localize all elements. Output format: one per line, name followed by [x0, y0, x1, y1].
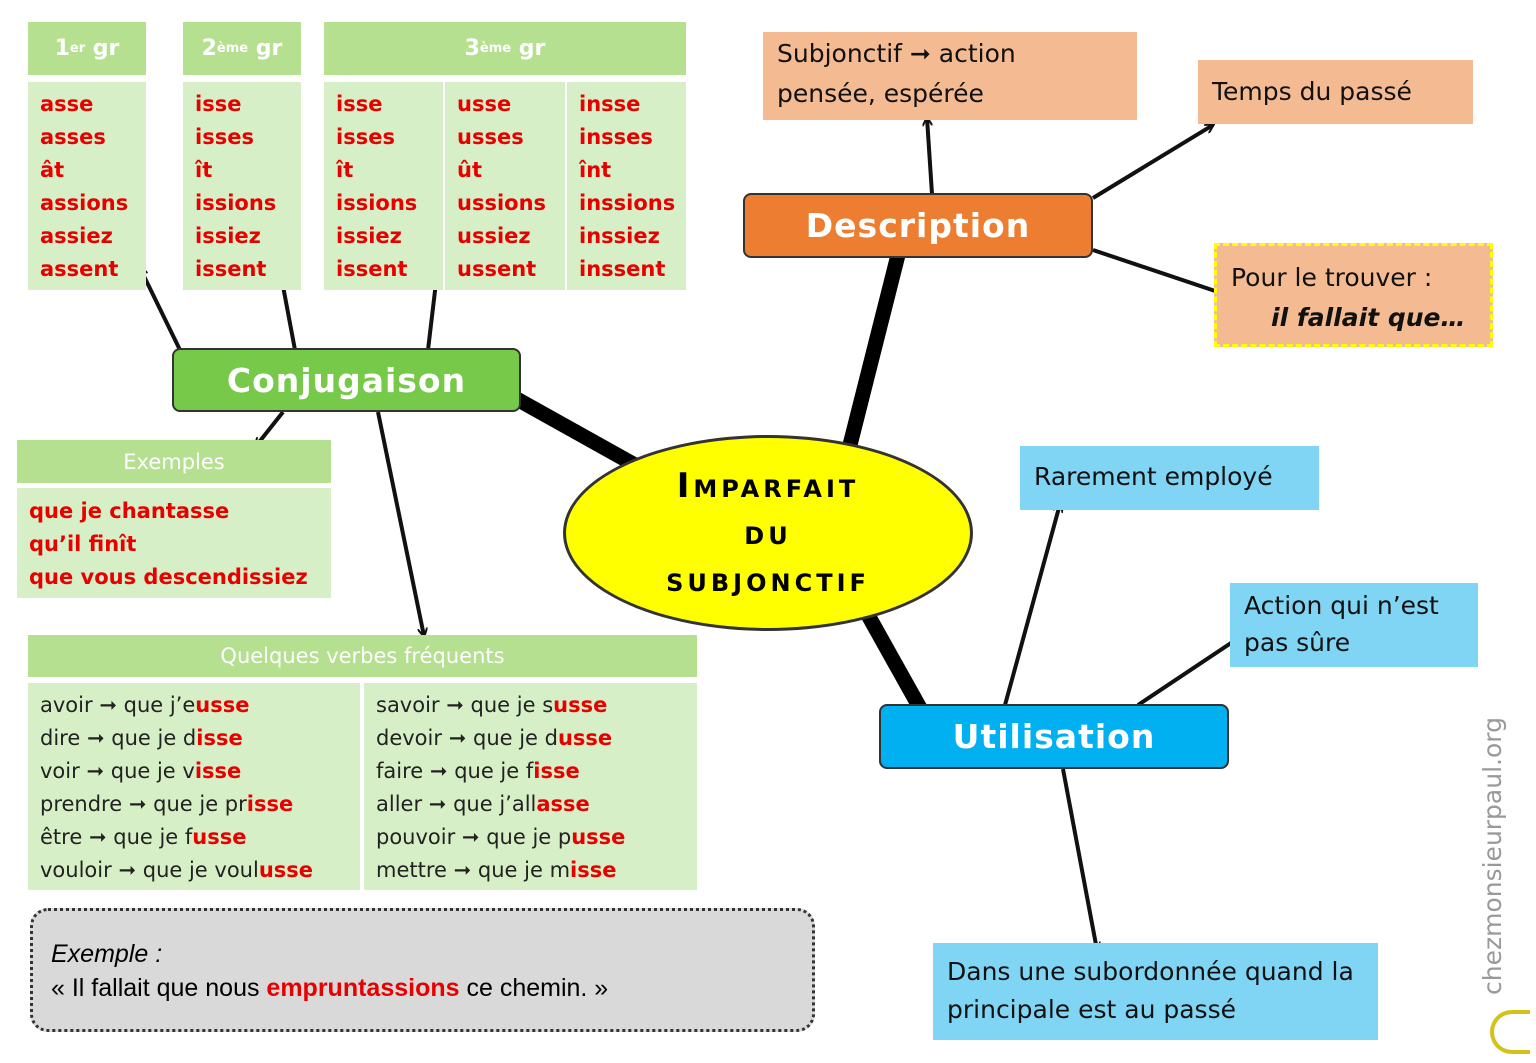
exemple-item: que vous descendissiez — [29, 565, 308, 589]
ending: assions — [40, 191, 129, 215]
ending: insse — [579, 92, 641, 116]
exemples-list: que je chantasse qu’il finît que vous de… — [17, 488, 331, 598]
ending: isses — [336, 125, 395, 149]
exemple-label: Exemple : — [51, 940, 163, 968]
exemple-box: Exemple : « Il fallait que nous emprunta… — [30, 908, 815, 1032]
verbes-header: Quelques verbes fréquents — [28, 635, 697, 677]
exemple-sentence: « Il fallait que nous empruntassions ce … — [51, 974, 609, 1002]
ending: ussions — [457, 191, 547, 215]
verb-row: mettre ➞ que je misse — [376, 858, 617, 882]
ending: assiez — [40, 224, 113, 248]
arrow-icon: ➞ — [99, 693, 117, 717]
ending: asse — [40, 92, 94, 116]
verb-row: faire ➞ que je fisse — [376, 759, 580, 783]
ending-column: usse usses ût ussions ussiez ussent — [445, 82, 565, 290]
arrow-icon: ➞ — [448, 726, 467, 750]
verb-row: savoir ➞ que je susse — [376, 693, 608, 717]
verb-row: voir ➞ que je visse — [40, 759, 242, 783]
cmp-logo — [1490, 1010, 1530, 1054]
exemple-item: que je chantasse — [29, 499, 230, 523]
ending-column: asse asses ât assions assiez assent — [28, 82, 146, 290]
ending: usses — [457, 125, 524, 149]
description-node: Description — [743, 193, 1093, 258]
ending-column: insse insses înt inssions inssiez inssent — [567, 82, 686, 290]
exemple-item: qu’il finît — [29, 532, 137, 556]
ending: issent — [336, 257, 408, 281]
ending: ît — [336, 158, 354, 182]
arrow-icon: ➞ — [453, 858, 472, 882]
ending: isse — [195, 92, 242, 116]
verb-row: pouvoir ➞ que je pusse — [376, 825, 626, 849]
rarement-note: Rarement employé — [1020, 446, 1319, 510]
ending-column: isse isses ît issions issiez issent — [183, 82, 301, 290]
arrow-icon: ➞ — [86, 726, 105, 750]
ending: ît — [195, 158, 213, 182]
verb-row: vouloir ➞ que je voulusse — [40, 858, 314, 882]
arrow-icon: ➞ — [446, 693, 464, 717]
ending: asses — [40, 125, 106, 149]
ending: ût — [457, 158, 482, 182]
ending: issiez — [336, 224, 402, 248]
ending: ussent — [457, 257, 537, 281]
arrow-icon: ➞ — [428, 792, 447, 816]
arrows — [140, 118, 1246, 950]
verb-row: prendre ➞ que je prisse — [40, 792, 294, 816]
action-note: Action qui n’est pas sûre — [1230, 583, 1478, 667]
verbes-right: savoir ➞ que je susse devoir ➞ que je dus… — [364, 683, 697, 890]
subordonnee-note: Dans une subordonnée quand la principale… — [933, 943, 1378, 1040]
ending: isses — [195, 125, 254, 149]
watermark: chezmonsieurpaul.org — [1478, 717, 1507, 995]
ending: ât — [40, 158, 65, 182]
conjugaison-node: Conjugaison — [172, 348, 521, 412]
verb-row: être ➞ que je fusse — [40, 825, 247, 849]
ending: inssions — [579, 191, 676, 215]
ending: inssiez — [579, 224, 660, 248]
ending: înt — [579, 158, 612, 182]
verb-row: aller ➞ que j’allasse — [376, 792, 590, 816]
arrow-icon: ➞ — [118, 858, 137, 882]
arrow-icon: ➞ — [86, 759, 105, 783]
ending: inssent — [579, 257, 666, 281]
trouver-note: Pour le trouver :il fallait que… — [1214, 243, 1493, 347]
branch-lines — [511, 253, 927, 712]
arrow-icon: ➞ — [88, 825, 107, 849]
ending: issent — [195, 257, 267, 281]
temps-note: Temps du passé — [1198, 60, 1473, 124]
ending: usse — [457, 92, 512, 116]
ending: isse — [336, 92, 383, 116]
ending: issions — [195, 191, 277, 215]
verb-row: dire ➞ que je disse — [40, 726, 243, 750]
ending: ussiez — [457, 224, 531, 248]
ending: assent — [40, 257, 119, 281]
ending-column: isse isses ît issions issiez issent — [324, 82, 443, 290]
arrow-icon: ➞ — [461, 825, 480, 849]
verbes-left: avoir ➞ que j’eusse dire ➞ que je disse vo… — [28, 683, 360, 890]
ending: issiez — [195, 224, 261, 248]
utilisation-node: Utilisation — [879, 704, 1229, 769]
verb-row: devoir ➞ que je dusse — [376, 726, 613, 750]
ending: insses — [579, 125, 653, 149]
exemples-header: Exemples — [17, 440, 331, 483]
arrow-icon: ➞ — [429, 759, 448, 783]
arrow-icon: ➞ — [128, 792, 147, 816]
verb-row: avoir ➞ que j’eusse — [40, 693, 250, 717]
ending: issions — [336, 191, 418, 215]
